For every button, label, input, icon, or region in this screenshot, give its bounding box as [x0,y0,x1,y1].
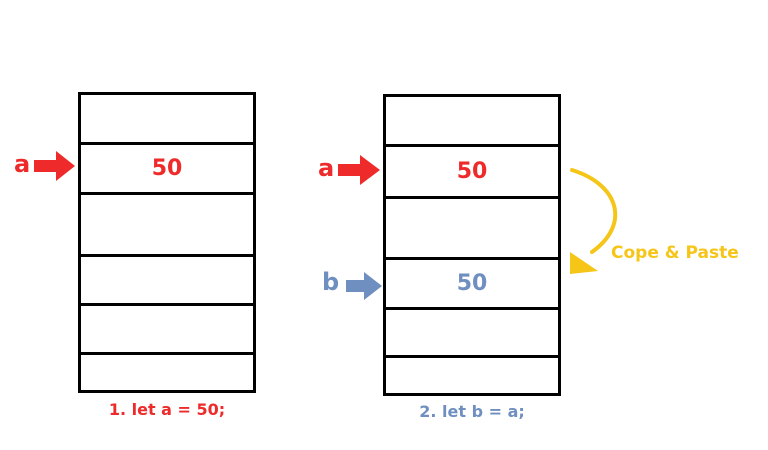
cell-value-b: 50 [456,271,488,296]
memory-cell-a [386,147,558,199]
pointer-label-a: a [14,150,31,178]
pointer-arrow-icon [34,151,75,181]
memory-cell [81,95,253,145]
copy-arrowhead-icon [570,252,598,274]
pointer-arrow-icon [338,155,380,185]
memory-cell [386,310,558,358]
memory-stack-1: 50 [78,92,256,393]
cell-value-a: 50 [151,156,183,181]
pointer-label-a: a [318,154,335,182]
memory-cell [81,195,253,257]
memory-cell-a [81,145,253,195]
memory-cell [386,97,558,147]
memory-cell-b [386,260,558,310]
pointer-label-b: b [322,268,340,296]
caption-2: 2. let b = a; [419,402,525,421]
memory-cell [81,306,253,355]
cell-value-a: 50 [456,159,488,184]
memory-stack-2: 50 50 [383,94,561,396]
caption-1: 1. let a = 50; [108,400,226,419]
memory-cell [81,257,253,306]
copy-arrow-icon [570,168,618,254]
pointer-arrow-icon [346,272,382,300]
memory-cell [386,199,558,260]
copy-paste-label: Cope & Paste [611,243,739,263]
